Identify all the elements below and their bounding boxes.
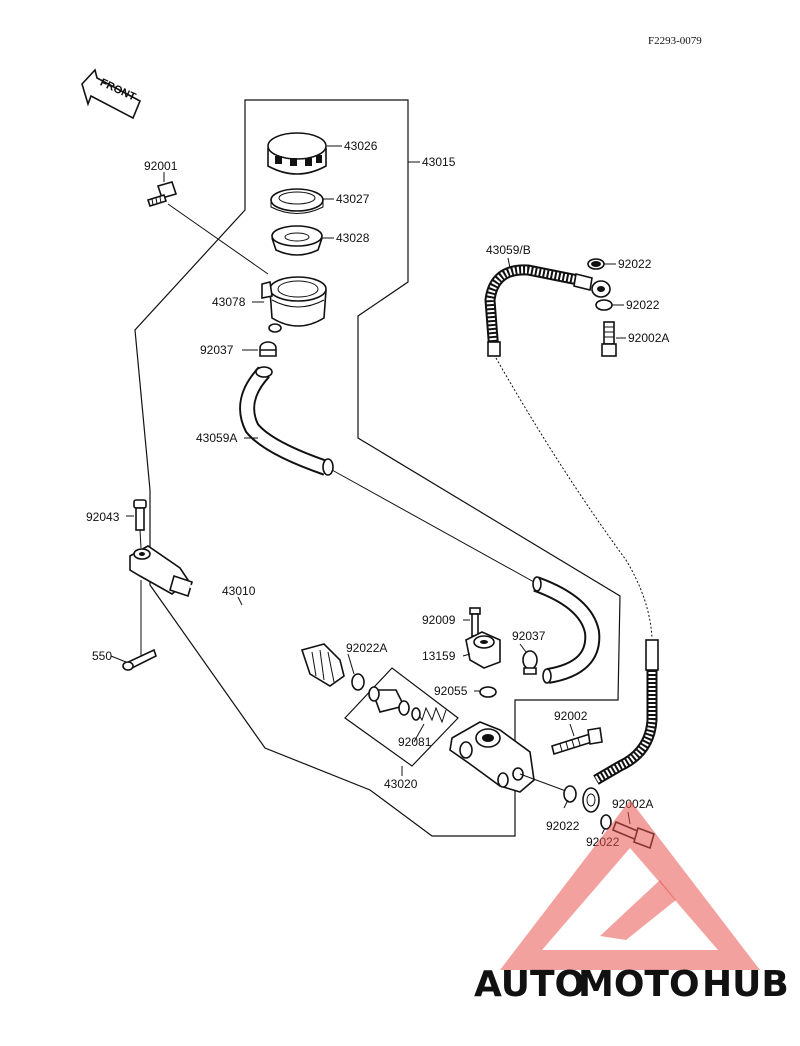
reservoir-cap-43026 — [267, 132, 327, 175]
label-550: 550 — [92, 649, 112, 663]
washer-92022-b — [595, 299, 613, 311]
label-92001: 92001 — [144, 159, 178, 173]
label-92022-a: 92022 — [618, 257, 652, 271]
label-43059A: 43059A — [196, 431, 237, 445]
diaphragm-43028 — [271, 225, 323, 256]
fitting-13159 — [465, 631, 501, 669]
leader-lines — [110, 145, 631, 835]
label-92043: 92043 — [86, 510, 120, 524]
watermark-text-part1: AUTO — [474, 964, 585, 1005]
label-92037-top: 92037 — [200, 343, 234, 357]
banjo-fitting — [591, 280, 611, 298]
label-43010: 43010 — [222, 584, 256, 598]
front-arrow-icon: FRONT — [81, 68, 142, 120]
hose-43059A-lower — [532, 576, 601, 684]
spring-92081 — [411, 706, 447, 724]
label-43059B: 43059/B — [486, 243, 531, 257]
label-43027: 43027 — [336, 192, 370, 206]
master-cylinder-body — [449, 721, 535, 793]
clamp-92037-top — [259, 341, 277, 357]
label-92081: 92081 — [398, 735, 432, 749]
label-92009: 92009 — [422, 613, 456, 627]
part-labels: 43026 43015 92001 43027 43028 43078 9203… — [86, 139, 669, 849]
piston-43020 — [368, 686, 410, 716]
washer-92022-d — [600, 814, 612, 830]
label-92037-mid: 92037 — [512, 629, 546, 643]
kit-43020-outline — [344, 667, 459, 767]
washer-92022A — [351, 673, 365, 691]
cotter-pin-550 — [122, 648, 157, 672]
assembly-outline-43015 — [134, 99, 621, 837]
bolt-92009 — [469, 607, 481, 637]
automotohub-watermark: AUTO MOTO HUB — [474, 800, 789, 1005]
label-43078: 43078 — [212, 295, 246, 309]
watermark-text-part3: HUB — [702, 964, 789, 1005]
label-43015: 43015 — [422, 155, 456, 169]
label-92022-c: 92022 — [546, 819, 580, 833]
dust-boot — [300, 643, 345, 687]
hose-43059A — [239, 366, 334, 476]
label-92055: 92055 — [434, 684, 468, 698]
label-92002A-top: 92002A — [628, 331, 669, 345]
braided-hose-lower — [582, 639, 659, 813]
watermark-inner-mark — [600, 880, 676, 940]
o-ring-92055 — [479, 686, 497, 698]
washer-92022-c — [563, 785, 577, 803]
label-13159: 13159 — [422, 649, 456, 663]
label-43020: 43020 — [384, 777, 418, 791]
bolt-92002 — [551, 727, 603, 756]
clamp-92037-mid — [522, 650, 538, 675]
banjo-bolt-92002A-top — [601, 321, 617, 357]
label-92022-b: 92022 — [626, 298, 660, 312]
figure-id: F2293-0079 — [648, 35, 702, 47]
washer-92022-a — [587, 258, 605, 270]
label-43028: 43028 — [336, 231, 370, 245]
label-43026: 43026 — [344, 139, 378, 153]
braided-hose-43059B — [484, 264, 593, 357]
pin-92043 — [133, 499, 147, 531]
watermark-triangle-logo — [500, 800, 760, 970]
watermark-text-part2: MOTO — [578, 964, 700, 1005]
screw-92001 — [146, 181, 178, 207]
label-92022A: 92022A — [346, 641, 387, 655]
reservoir-body-43078 — [261, 276, 327, 333]
label-92002: 92002 — [554, 709, 588, 723]
diaphragm-plate-43027 — [270, 188, 324, 214]
clevis-pushrod-43010 — [129, 545, 321, 650]
